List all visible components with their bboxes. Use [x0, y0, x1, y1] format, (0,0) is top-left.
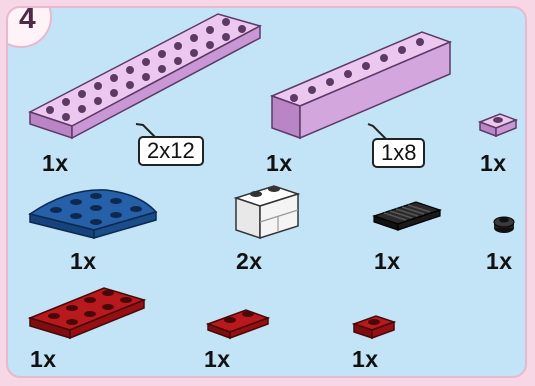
quantity-label: 1x: [480, 150, 507, 176]
quantity-label: 1x: [42, 150, 69, 176]
plate-round-corner-blue: [28, 188, 158, 239]
step-number: 4: [19, 6, 36, 35]
quantity-label: 1x: [266, 150, 293, 176]
plate-1x1-dark-red: [351, 312, 397, 342]
brick-1x2-masonry-white: [233, 184, 301, 240]
quantity-label: 1x: [70, 248, 97, 274]
plate-2x4-dark-red: [27, 286, 147, 340]
plate-1x1-lavender: [477, 112, 519, 142]
parts-list-panel: 4 2x12 1x: [6, 6, 527, 378]
quantity-label: 1x: [352, 346, 379, 372]
plate-2x12-lavender: [28, 13, 262, 144]
size-label-2x12: 2x12: [138, 136, 204, 166]
size-leader-lines: [135, 123, 391, 144]
quantity-label: 1x: [486, 248, 513, 274]
round-plate-1x1-black: [492, 214, 516, 236]
quantity-label: 1x: [374, 248, 401, 274]
quantity-label: 1x: [30, 346, 57, 372]
plate-1x2-dark-red: [205, 306, 271, 340]
grille-plate-black: [372, 198, 442, 234]
size-label-1x8: 1x8: [372, 138, 426, 168]
quantity-label: 2x: [236, 248, 263, 274]
brick-1x8-lavender: [269, 26, 453, 140]
quantity-label: 1x: [204, 346, 231, 372]
